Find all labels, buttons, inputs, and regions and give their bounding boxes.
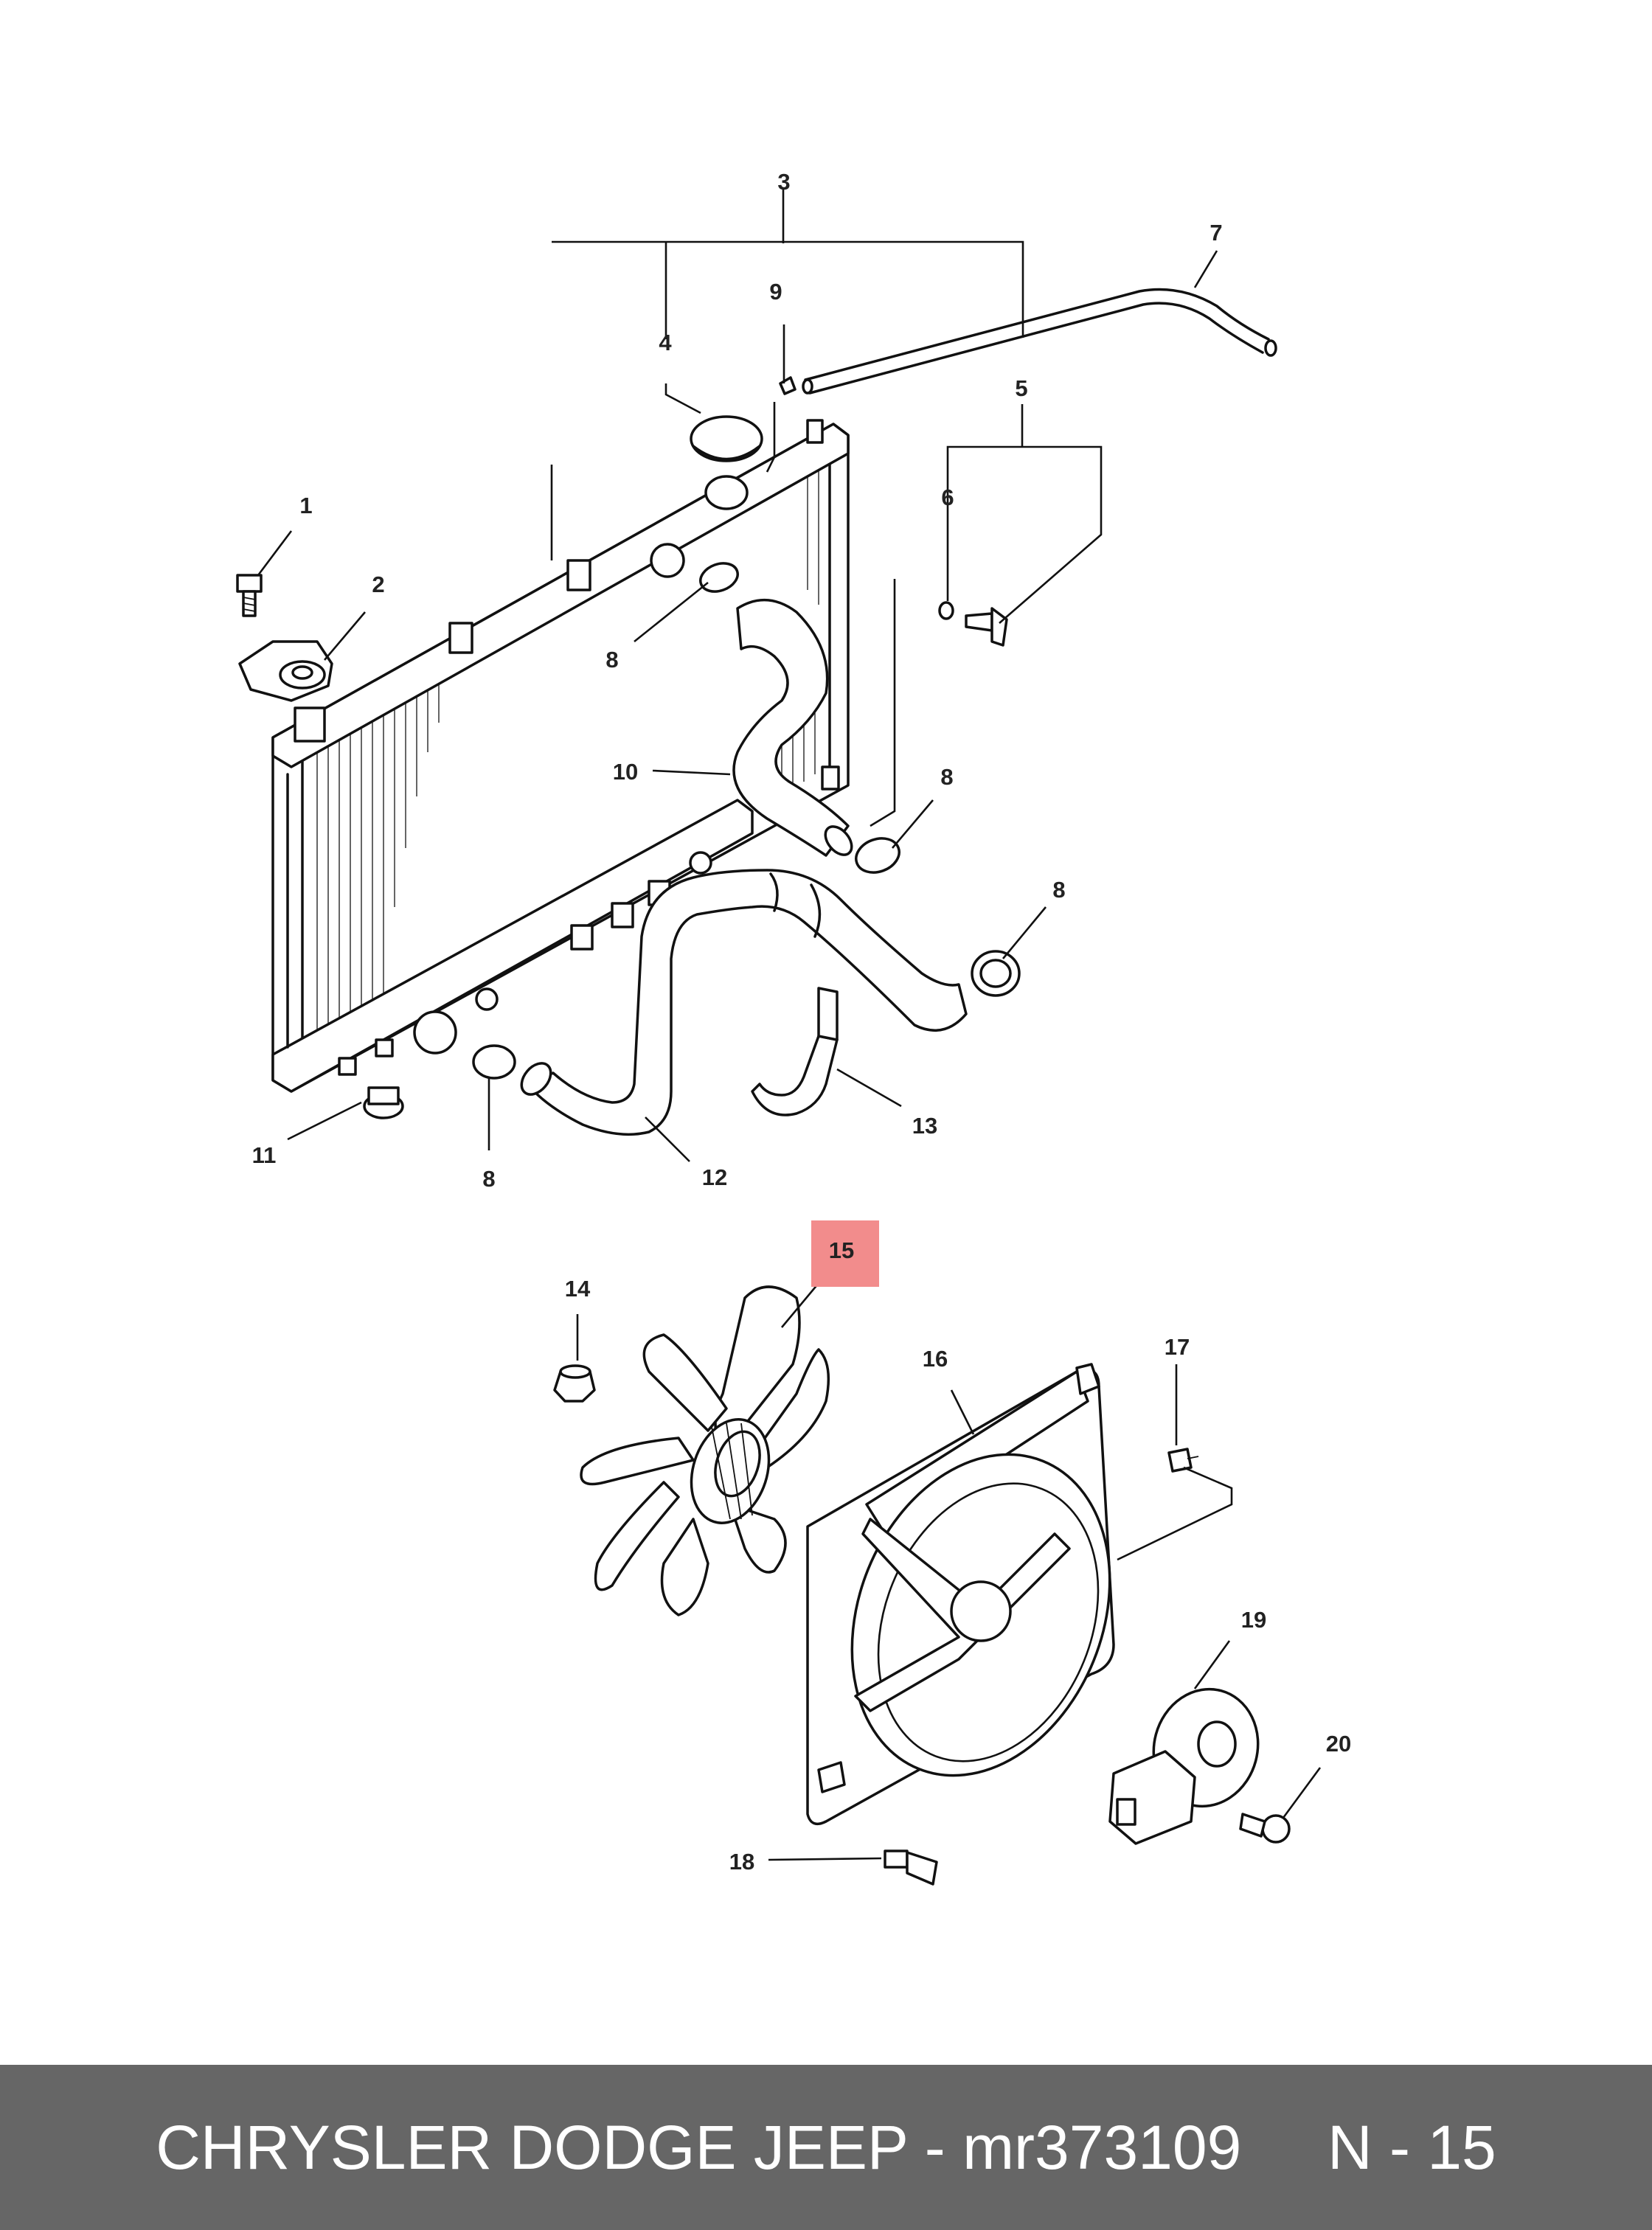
overflow-hose [802,288,1277,395]
callout-8b: 8 [940,764,953,790]
drain-plug-set [938,601,1008,647]
callout-18: 18 [729,1849,754,1875]
cooling-fan [580,1285,830,1616]
callout-15: 15 [829,1237,854,1263]
shroud-lower-bolt [884,1849,938,1886]
callout-1: 1 [299,493,312,518]
callout-19: 19 [1241,1607,1266,1633]
callout-16: 16 [923,1346,948,1372]
fan-nut [553,1364,596,1403]
callout-4: 4 [659,330,672,355]
fan-motor [1108,1687,1260,1845]
lower-radiator-hose [520,869,968,1136]
callout-8d: 8 [482,1166,495,1192]
callout-2: 2 [372,572,384,597]
callout-11: 11 [252,1142,277,1168]
callout-20: 20 [1326,1731,1351,1757]
hose-bracket [751,987,839,1116]
radiator-mount-bracket [238,640,333,702]
fan-shroud [806,1363,1115,1826]
callout-6: 6 [941,484,954,510]
motor-bolt [1239,1813,1291,1844]
callout-5: 5 [1015,375,1027,401]
callout-9: 9 [769,279,782,305]
upper-radiator-hose [732,599,853,857]
highlight-box [811,1220,879,1287]
callout-14: 14 [565,1276,591,1302]
hose-clamps [472,562,1021,1080]
callout-8a: 8 [605,647,618,673]
callout-17: 17 [1165,1334,1190,1360]
callout-10: 10 [613,759,638,785]
callout-3: 3 [777,169,790,195]
callout-13: 13 [912,1113,937,1139]
callout-labels: 1 2 3 4 5 6 7 8 8 8 8 9 10 11 12 13 14 1… [252,169,1352,1875]
callout-7: 7 [1210,220,1222,246]
parts-diagram: 1 2 3 4 5 6 7 8 8 8 8 9 10 11 12 13 14 1… [236,169,1352,1886]
radiator-cap [690,415,763,510]
footer-text: CHRYSLER DODGE JEEP - mr373109 N - 15 [156,2113,1496,2182]
shroud-bolt [1167,1448,1199,1473]
radiator [271,419,850,1093]
hose-clip [779,376,796,395]
callout-12: 12 [702,1164,727,1190]
footer-bar: CHRYSLER DODGE JEEP - mr373109 N - 15 [0,2065,1652,2230]
leader-lines [257,188,1322,1861]
drain-cock [363,1086,404,1119]
bolt-part [236,574,263,617]
callout-8c: 8 [1052,877,1065,903]
